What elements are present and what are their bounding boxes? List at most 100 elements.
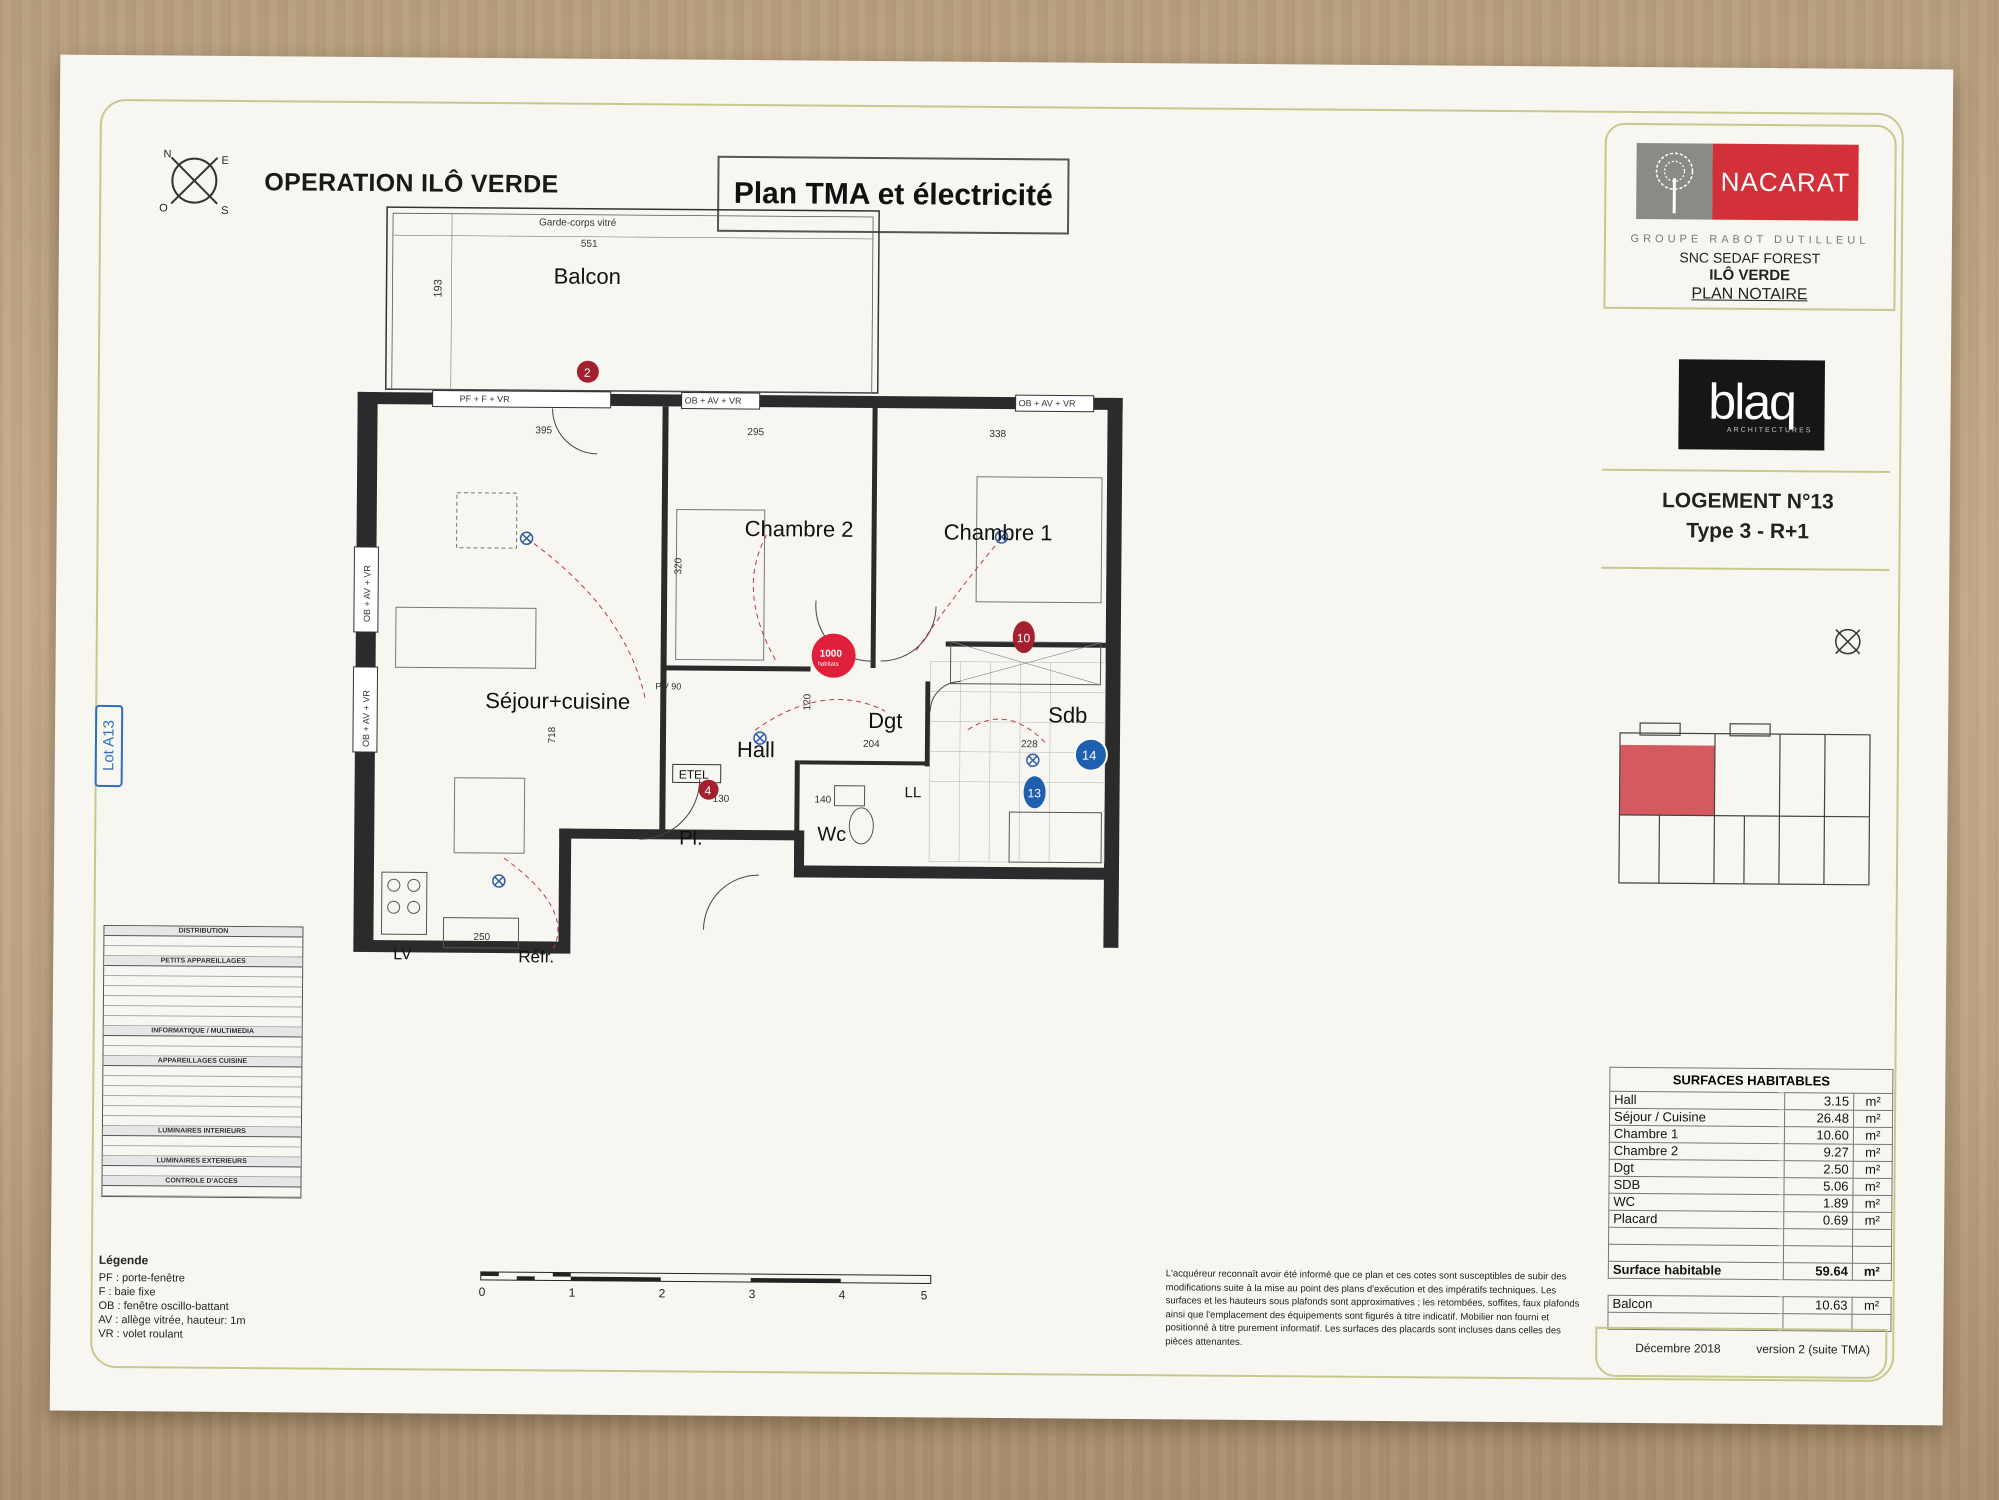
surface-name: Surface habitable — [1608, 1261, 1784, 1280]
scale-2: 2 — [659, 1286, 666, 1300]
bed-chambre-2 — [675, 508, 766, 661]
surface-unit: m² — [1852, 1212, 1892, 1230]
window-2: OB + AV + VR — [681, 391, 761, 410]
surface-name: WC — [1608, 1193, 1784, 1212]
light-fixtures — [492, 530, 1040, 888]
logement-type: Type 3 - R+1 — [1686, 519, 1810, 544]
surface-unit: m² — [1852, 1297, 1892, 1315]
legend-line-av: AV : allège vitrée, hauteur: 1m — [98, 1313, 246, 1328]
svg-text:4: 4 — [705, 784, 712, 798]
scale-0: 0 — [479, 1285, 486, 1299]
surface-name: Chambre 1 — [1609, 1125, 1785, 1144]
window-5: OB + AV + VR — [352, 666, 379, 753]
scale-4: 4 — [839, 1288, 846, 1302]
room-chambre-1: Chambre 1 — [944, 520, 1053, 546]
surfaces-title: SURFACES HABITABLES — [1609, 1066, 1894, 1094]
surface-unit: m² — [1853, 1144, 1893, 1162]
surface-name: Chambre 2 — [1609, 1142, 1785, 1161]
surface-value: 0.69 — [1783, 1211, 1853, 1230]
svg-text:2: 2 — [584, 366, 591, 380]
blaq-sub: ARCHITECTURES — [1726, 426, 1813, 434]
label-refr: Réfr. — [518, 947, 554, 966]
group-name: GROUPE RABOT DUTILLEUL — [1630, 232, 1870, 247]
surface-value: 2.50 — [1784, 1160, 1854, 1179]
dining-table — [453, 777, 526, 854]
svg-text:14: 14 — [1082, 748, 1097, 763]
surface-name: Dgt — [1609, 1159, 1785, 1178]
surface-value: 26.48 — [1784, 1109, 1854, 1128]
svg-text:13: 13 — [1028, 786, 1042, 800]
kitchen-sink — [442, 917, 520, 949]
marker-14: 14 — [1073, 737, 1108, 772]
electrical-wiring — [503, 531, 1046, 949]
compass-small-icon — [1835, 628, 1861, 655]
scale-3: 3 — [749, 1287, 756, 1301]
compass-s: S — [221, 205, 228, 217]
compass-e: E — [221, 155, 228, 167]
surface-value: 5.06 — [1783, 1177, 1854, 1196]
dim-pv90: P.V 90 — [655, 681, 681, 691]
compass-rose-icon: N E S O — [159, 148, 229, 217]
toilet — [848, 807, 874, 845]
blaq-wordmark: blaq — [1708, 373, 1796, 430]
logement-number: LOGEMENT N°13 — [1661, 489, 1834, 514]
compass-n: N — [164, 148, 172, 160]
window-3: OB + AV + VR — [1015, 394, 1095, 413]
window-4: OB + AV + VR — [353, 546, 379, 633]
scale-1: 1 — [569, 1286, 576, 1300]
bed-chambre-1 — [975, 476, 1103, 604]
surface-value: 1.89 — [1783, 1194, 1853, 1213]
dim-120: 120 — [802, 693, 813, 710]
surface-name: SDB — [1608, 1176, 1785, 1195]
washbasin — [833, 785, 866, 807]
scale-bar: 0 1 2 3 4 5 — [479, 1271, 932, 1302]
label-ll: LL — [905, 784, 922, 801]
window-5-label: OB + AV + VR — [361, 690, 371, 747]
window-1-label: PF + F + VR — [460, 394, 511, 404]
dim-228: 228 — [1021, 739, 1038, 750]
window-2-label: OB + AV + VR — [685, 396, 742, 406]
legend-notes: Légende PF : porte-fenêtre F : baie fixe… — [98, 1253, 246, 1342]
surface-unit: m² — [1853, 1093, 1893, 1111]
legend-line-pf: PF : porte-fenêtre — [98, 1271, 186, 1285]
plan-sheet: N E S O OPERATION ILÔ VERDE Plan TMA et … — [49, 54, 1954, 1426]
room-sejour: Séjour+cuisine — [485, 688, 630, 714]
dim-250: 250 — [473, 932, 490, 943]
building-key-plan — [1618, 722, 1871, 886]
dim-551: 551 — [581, 239, 598, 250]
legend-line-f: F : baie fixe — [98, 1285, 156, 1299]
dim-garde-corps: Garde-corps vitré — [539, 217, 617, 229]
blaq-logo: blaq ARCHITECTURES — [1678, 359, 1826, 451]
dim-140: 140 — [814, 795, 831, 806]
svg-text:1000: 1000 — [820, 649, 843, 660]
balcony: Garde-corps vitré 551 193 Balcon — [384, 206, 880, 394]
surface-value: 9.27 — [1784, 1143, 1854, 1162]
svg-text:10: 10 — [1017, 631, 1031, 645]
shower — [1008, 811, 1102, 864]
surface-unit: m² — [1852, 1195, 1892, 1213]
scale-5: 5 — [921, 1288, 928, 1302]
dim-295: 295 — [747, 427, 764, 438]
floor-plan: Garde-corps vitré 551 193 Balcon — [352, 206, 1123, 966]
surface-name: Placard — [1608, 1210, 1784, 1229]
surface-unit: m² — [1852, 1178, 1893, 1196]
brand-name: NACARAT — [1712, 143, 1859, 221]
surface-unit: m² — [1852, 1263, 1892, 1281]
marker-4: 4 — [698, 779, 719, 800]
legend-line-ob: OB : fenêtre oscillo-battant — [98, 1299, 229, 1313]
room-wc: Wc — [817, 824, 846, 846]
title-block: NACARAT GROUPE RABOT DUTILLEUL SNC SEDAF… — [1595, 122, 1897, 1379]
surface-name: Balcon — [1608, 1295, 1784, 1314]
label-lv: LV — [393, 946, 412, 963]
operation-title: OPERATION ILÔ VERDE — [264, 168, 559, 199]
dim-718: 718 — [547, 726, 558, 743]
window-4-label: OB + AV + VR — [362, 565, 372, 622]
surface-value: 10.63 — [1783, 1296, 1853, 1315]
marker-13: 13 — [1023, 776, 1046, 809]
